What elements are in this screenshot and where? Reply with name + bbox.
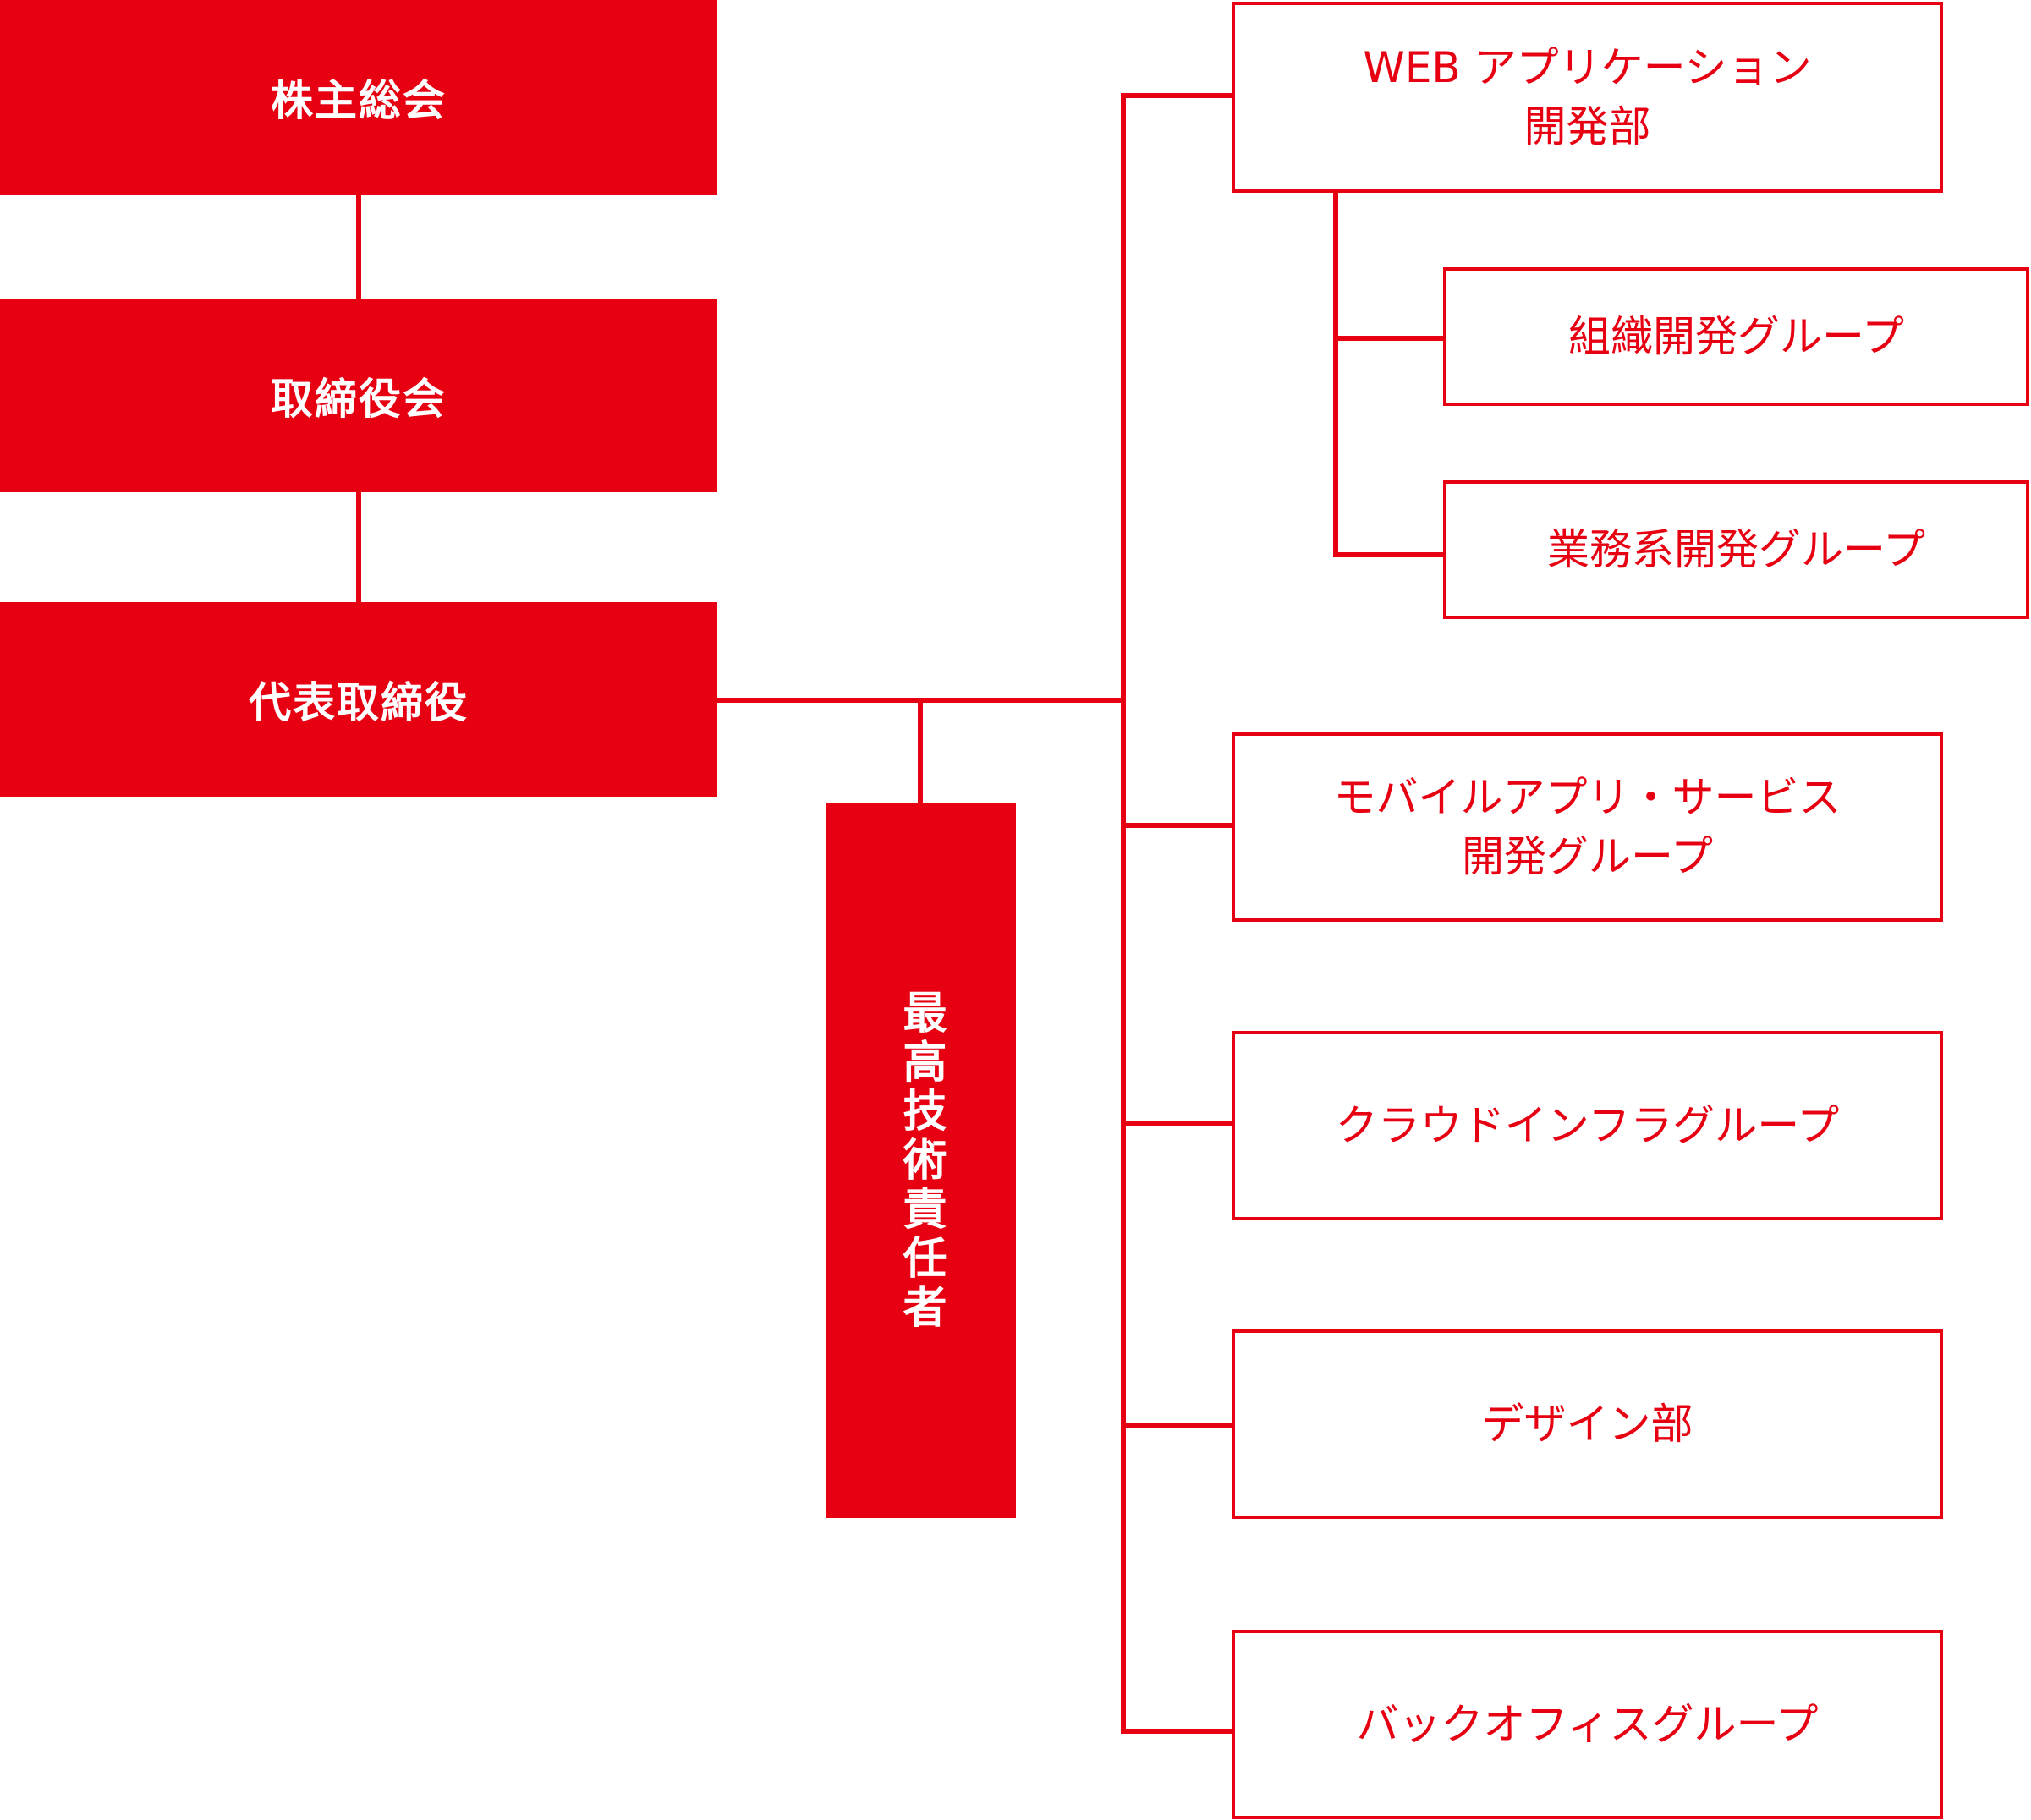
cloud-infra-group-label: クラウドインフラグループ [1335,1101,1840,1150]
connector-branch-design [1121,1423,1233,1428]
web-app-dept-line1: WEB アプリケーション [1363,43,1812,92]
shareholders-meeting-label: 株主総会 [271,76,447,125]
web-app-dept-line2: 開発部 [1523,102,1651,151]
connector-board-ceo [356,491,361,604]
cloud-infra-group-box: クラウドインフラグループ [1232,1031,1943,1220]
connector-branch-cloud [1121,1121,1233,1126]
cto-label: 最高技術責任者 [895,989,946,1333]
connector-branch-mobile [1121,823,1233,828]
cto-box: 最高技術責任者 [826,803,1016,1518]
mobile-dev-group-line2: 開発グループ [1462,832,1713,881]
back-office-group-box: バックオフィスグループ [1232,1630,1943,1819]
connector-branch-business-dev [1333,552,1445,557]
connector-vertical-trunk [1121,95,1126,1734]
business-dev-group-box: 業務系開発グループ [1443,480,2029,619]
org-dev-group-label: 組織開発グループ [1568,312,1904,361]
org-dev-group-box: 組織開発グループ [1443,267,2029,406]
mobile-dev-group-box: モバイルアプリ・サービス 開発グループ [1232,732,1943,922]
connector-shareholders-board [356,193,361,301]
board-of-directors-label: 取締役会 [271,375,447,424]
representative-director-label: 代表取締役 [249,678,469,727]
web-app-dept-box: WEB アプリケーション 開発部 [1232,2,1943,193]
business-dev-group-label: 業務系開発グループ [1547,525,1925,574]
connector-ceo-cto [918,698,923,803]
board-of-directors-box: 取締役会 [0,299,717,492]
connector-branch-org-dev [1333,336,1445,341]
back-office-group-label: バックオフィスグループ [1356,1700,1819,1749]
connector-web-sub-trunk [1333,190,1338,557]
representative-director-box: 代表取締役 [0,602,717,797]
connector-branch-web [1121,93,1233,98]
design-dept-box: デザイン部 [1232,1329,1943,1519]
design-dept-label: デザイン部 [1481,1400,1693,1449]
connector-branch-backoffice [1121,1729,1233,1734]
shareholders-meeting-box: 株主総会 [0,0,717,195]
mobile-dev-group-line1: モバイルアプリ・サービス [1333,773,1842,822]
